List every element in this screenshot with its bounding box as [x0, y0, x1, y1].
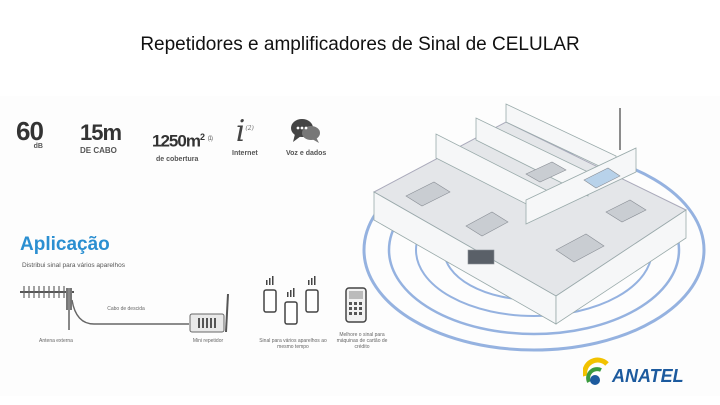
house-walls	[373, 103, 687, 325]
chat-bubbles-icon	[291, 119, 321, 143]
internet-icon: i	[235, 114, 246, 149]
spec-cable: 15m DE CABO	[80, 120, 122, 155]
spec-area-value: 1250m	[152, 131, 201, 151]
anatel-logo-text: ANATEL	[612, 366, 684, 386]
spec-gain-value: 60	[16, 116, 44, 146]
house-signal-illustration	[362, 103, 706, 352]
caption-cable: Cabo de descida	[107, 306, 145, 312]
slide-title: Repetidores e amplificadores de Sinal de…	[140, 34, 580, 55]
spec-internet-label: Internet	[232, 150, 258, 157]
spec-area-sup: 2	[199, 132, 205, 142]
caption-antenna: Antena externa	[39, 338, 73, 344]
spec-voice: Voz e dados	[286, 116, 326, 158]
caption-card: Melhore o sinal para máquinas de cartão …	[336, 332, 388, 350]
spec-gain-unit: dB	[33, 143, 43, 150]
spec-cable-value: 15m	[80, 120, 122, 145]
application-subtitle: Distribui sinal para vários aparelhos	[22, 262, 125, 269]
card-machine-icon	[345, 287, 367, 323]
spec-cable-label: DE CABO	[80, 146, 117, 155]
yagi-antenna-icon	[20, 286, 74, 330]
caption-repeater: Mini repetidor	[192, 338, 224, 344]
application-diagram	[20, 276, 367, 333]
spec-area-note: (1)	[207, 136, 213, 142]
spec-internet: i(2) Internet	[232, 114, 258, 158]
spec-voice-label: Voz e dados	[286, 150, 327, 157]
phones-icon	[263, 276, 319, 325]
house-furniture	[405, 161, 647, 265]
caption-phones: Sinal para vários aparelhos ao mesmo tem…	[259, 338, 327, 350]
application-heading: Aplicação	[20, 234, 110, 255]
coax-cable	[71, 299, 189, 325]
repeater-icon	[189, 293, 229, 333]
spec-internet-note: (2)	[245, 125, 254, 132]
anatel-logo	[583, 357, 609, 385]
spec-area-label: de cobertura	[156, 155, 199, 163]
spec-area: 1250m2 (1) de cobertura	[152, 124, 213, 164]
spec-gain: 60 dB	[16, 116, 44, 151]
